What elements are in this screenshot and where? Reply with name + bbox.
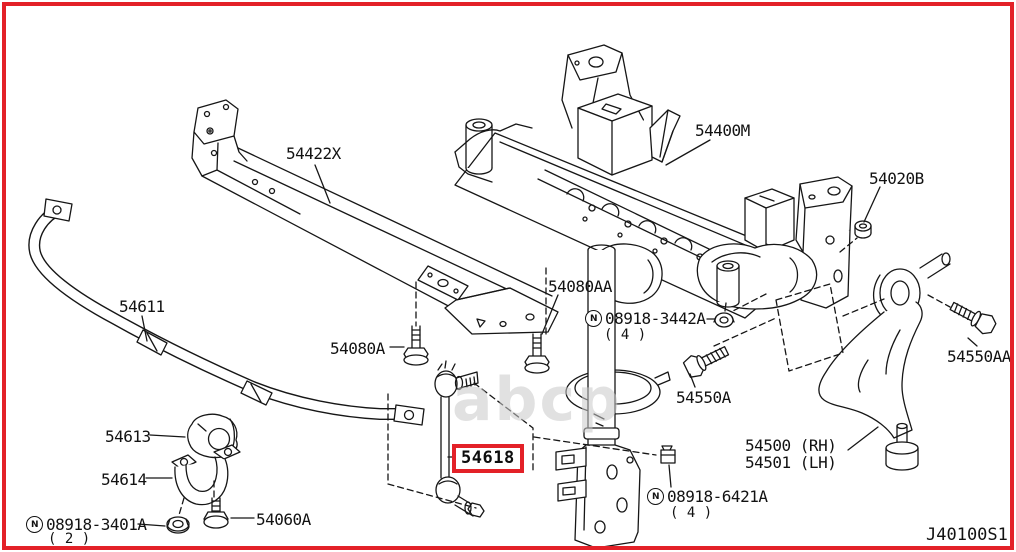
callout-nut-54020b[interactable]: 54020B <box>869 169 924 188</box>
diagram-code: J40100S1 <box>926 525 1008 545</box>
qty-08918-3401a: ( 2 ) <box>48 531 91 547</box>
n-circle-icon: N <box>647 488 664 505</box>
callout-nut-08918-6421a[interactable]: N 08918-6421A <box>647 487 768 506</box>
callout-link-54618-highlighted[interactable]: 54618 <box>452 444 524 473</box>
callout-bolt-54060a[interactable]: 54060A <box>256 510 311 529</box>
callout-bolt-54080a[interactable]: 54080A <box>330 339 385 358</box>
callout-bolt-54080aa[interactable]: 54080AA <box>548 277 612 296</box>
stabilizer-link-art <box>434 360 485 518</box>
callout-nut-08918-3442a[interactable]: N 08918-3442A <box>585 309 706 328</box>
n-circle-icon: N <box>26 516 43 533</box>
strut-art <box>555 244 671 549</box>
callout-crossmember[interactable]: 54422X <box>286 144 341 163</box>
callout-nut-08918-3442a-label: 08918-3442A <box>605 309 706 328</box>
callout-nut-08918-3401a-label: 08918-3401A <box>46 515 147 534</box>
callout-nut-08918-6421a-label: 08918-6421A <box>667 487 768 506</box>
qty-08918-6421a: ( 4 ) <box>670 505 713 521</box>
stabilizer-bar-art <box>28 198 425 426</box>
control-arm-art <box>818 252 951 471</box>
dashed-lines <box>178 237 951 516</box>
callout-bolt-54550a[interactable]: 54550A <box>676 388 731 407</box>
callout-nut-08918-3401a[interactable]: N 08918-3401A <box>26 515 147 534</box>
qty-08918-3442a: ( 4 ) <box>604 327 647 343</box>
bushing-clamp-art <box>171 413 241 506</box>
callout-stabilizer-bar[interactable]: 54611 <box>119 297 165 316</box>
callout-bolt-54550aa[interactable]: 54550AA <box>947 347 1011 366</box>
callout-bushing-54613[interactable]: 54613 <box>105 427 151 446</box>
front-subframe-art <box>454 44 853 319</box>
callout-arm-lh[interactable]: 54501 (LH) <box>745 453 837 472</box>
callout-subframe[interactable]: 54400M <box>695 121 750 140</box>
callout-arm-rh[interactable]: 54500 (RH) <box>745 436 837 455</box>
callout-clamp-54614[interactable]: 54614 <box>101 470 147 489</box>
hardware-art <box>166 220 997 534</box>
front-crossmember-art <box>191 99 559 335</box>
leader-lines <box>137 139 978 527</box>
n-circle-icon: N <box>585 310 602 327</box>
